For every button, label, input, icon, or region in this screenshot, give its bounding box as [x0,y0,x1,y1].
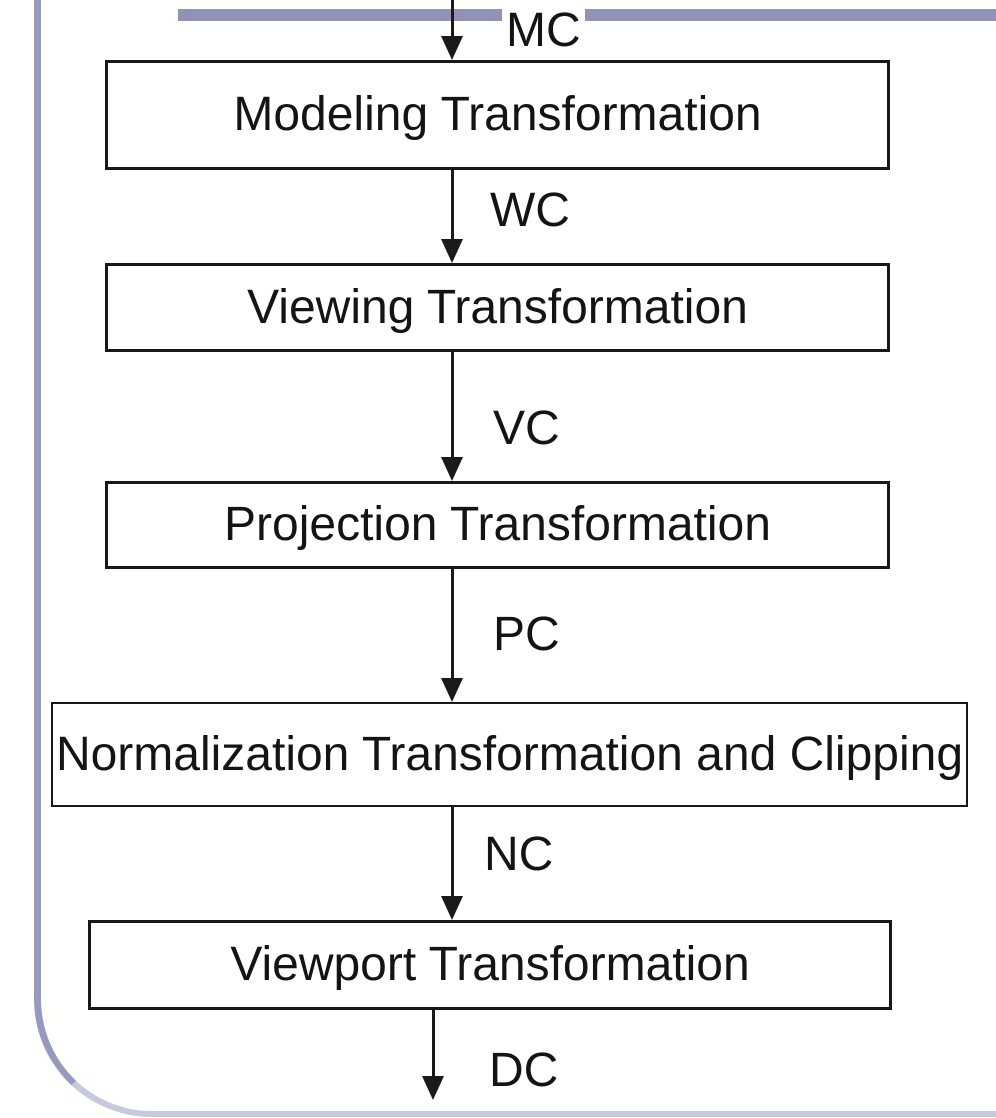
pipeline-box-normalization-and-clipping: Normalization Transformation and Clippin… [51,702,968,807]
pipeline-box-label: Projection Transformation [224,498,771,551]
arrow-head [441,457,463,481]
arrow-shaft [450,569,454,686]
pipeline-box-viewport-transformation: Viewport Transformation [88,920,892,1010]
pipeline-box-label: Viewing Transformation [247,280,748,334]
arrow-shaft [431,1010,435,1084]
arrow-shaft [450,170,454,247]
arrow-down-icon [441,170,463,263]
coord-label-vc: VC [489,403,564,455]
arrow-head [441,239,463,263]
coord-label-nc: NC [480,829,558,881]
arrow-shaft [450,0,454,44]
arrow-head [441,36,463,60]
pipeline-box-label: Modeling Transformation [233,88,762,141]
arrow-head [422,1076,444,1100]
arrow-down-icon [422,1010,444,1100]
arrow-down-icon [441,569,463,702]
arrow-head [441,678,463,702]
pipeline-box-label: Viewport Transformation [230,938,750,991]
pipeline-box-modeling-transformation: Modeling Transformation [105,60,890,170]
title-underline-bar [178,9,996,21]
coord-label-pc: PC [489,609,564,661]
coord-label-wc: WC [486,185,574,237]
arrow-down-icon [441,807,463,920]
arrow-head [441,896,463,920]
arrow-down-icon [441,0,463,60]
pipeline-box-projection-transformation: Projection Transformation [105,481,890,569]
arrow-down-icon [441,352,463,481]
arrow-shaft [450,807,454,904]
pipeline-box-label: Normalization Transformation and Clippin… [55,727,964,781]
coord-label-mc: MC [502,5,585,57]
pipeline-box-viewing-transformation: Viewing Transformation [105,263,890,352]
coord-label-dc: DC [485,1045,563,1097]
arrow-shaft [450,352,454,465]
